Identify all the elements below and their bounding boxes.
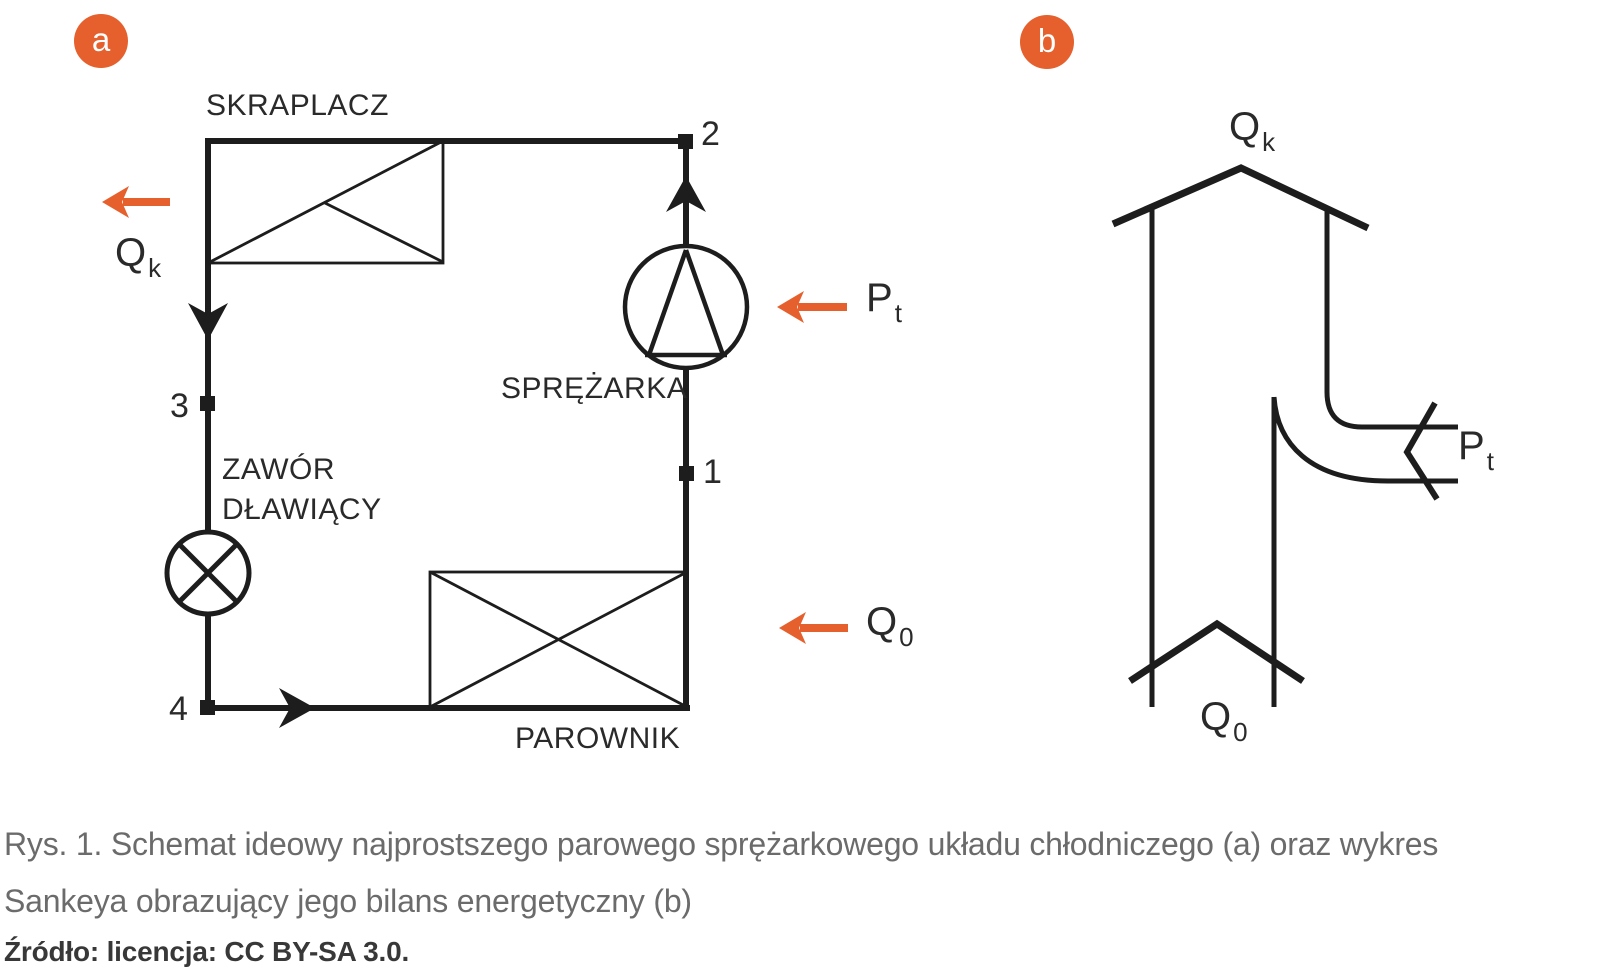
pt-main-b: P xyxy=(1458,424,1485,468)
flow-direction-arrows xyxy=(188,176,706,728)
qk-out-arrow-icon xyxy=(102,186,170,218)
compressor-symbol xyxy=(622,243,750,371)
panel-b-badge-label: b xyxy=(1037,22,1057,59)
condenser-symbol xyxy=(206,139,445,265)
valve-label-line2: DŁAWIĄCY xyxy=(222,493,382,526)
up-arrow-icon xyxy=(666,176,706,212)
pt-in-arrow-icon xyxy=(777,291,847,323)
qk-main-b: Q xyxy=(1229,105,1261,149)
node-4-marker xyxy=(200,700,215,715)
sankey-q0-tail-chevron xyxy=(1128,619,1305,684)
valve-label-line1: ZAWÓR xyxy=(222,453,336,486)
valve-circle xyxy=(164,529,252,617)
compressor-circle xyxy=(622,243,750,371)
node-1-marker xyxy=(679,466,694,481)
evaporator-body xyxy=(428,570,689,709)
qk-sub-a: k xyxy=(148,253,162,283)
sankey-pt-lower-curve xyxy=(1271,396,1458,484)
pt-sub-a: t xyxy=(894,298,902,328)
sankey-qk-arrowhead xyxy=(1111,164,1370,232)
condenser-label: SKRAPLACZ xyxy=(206,89,389,122)
compressor-triangle-right xyxy=(683,249,726,356)
node-3-marker xyxy=(200,396,215,411)
evaporator-symbol xyxy=(428,570,689,709)
pt-flow-label-a: Pt xyxy=(866,276,902,329)
qk-main-a: Q xyxy=(115,231,147,275)
q0-sub-b: 0 xyxy=(1233,717,1248,747)
pt-sub-b: t xyxy=(1486,446,1494,476)
q0-main-b: Q xyxy=(1200,695,1232,739)
q0-main-a: Q xyxy=(866,600,898,644)
refrigeration-figure-svg xyxy=(102,134,1458,728)
qk-flow-label-a: Qk xyxy=(115,231,161,284)
source-license-line: Źródło: licencja: CC BY-SA 3.0. xyxy=(4,936,410,967)
panel-b-badge: b xyxy=(1020,15,1074,69)
panel-a-badge: a xyxy=(74,14,128,68)
node-3-label: 3 xyxy=(170,387,189,425)
caption-line-2: Sankeya obrazujący jego bilans energetyc… xyxy=(4,883,692,919)
down-arrow-icon xyxy=(188,303,228,340)
pt-main-a: P xyxy=(866,276,893,320)
compressor-label: SPRĘŻARKA xyxy=(501,372,688,405)
qk-sub-b: k xyxy=(1262,127,1276,157)
q0-sub-a: 0 xyxy=(899,622,914,652)
evaporator-diagonal-2 xyxy=(429,570,688,709)
q0-flow-label-a: Q0 xyxy=(866,600,914,653)
qk-flow-label-b: Qk xyxy=(1229,105,1275,158)
circuit-pipes xyxy=(201,138,693,711)
sankey-pt-break-mark xyxy=(1403,401,1440,501)
right-arrow-icon xyxy=(279,688,315,728)
state-point-markers xyxy=(200,134,694,715)
evaporator-label: PAROWNIK xyxy=(515,722,681,755)
q0-flow-label-b: Q0 xyxy=(1200,695,1248,748)
sankey-right-edge-elbow xyxy=(1324,209,1458,430)
valve-cross-2 xyxy=(177,542,239,604)
compressor-triangle-left xyxy=(646,249,689,356)
energy-arrows xyxy=(102,186,848,644)
node-2-label: 2 xyxy=(701,115,720,153)
sankey-diagram xyxy=(1111,164,1458,707)
q0-in-arrow-icon xyxy=(779,612,848,644)
condenser-half-diagonal xyxy=(324,201,444,264)
node-1-label: 1 xyxy=(703,453,722,491)
caption-line-1: Rys. 1. Schemat ideowy najprostszego par… xyxy=(4,826,1439,862)
pt-flow-label-b: Pt xyxy=(1458,424,1494,477)
valve-label: ZAWÓR DŁAWIĄCY xyxy=(222,450,382,530)
throttle-valve-symbol xyxy=(164,529,252,617)
node-2-marker xyxy=(678,134,693,149)
condenser-body xyxy=(206,139,445,265)
panel-a-badge-label: a xyxy=(91,21,111,58)
node-4-label: 4 xyxy=(169,690,188,728)
